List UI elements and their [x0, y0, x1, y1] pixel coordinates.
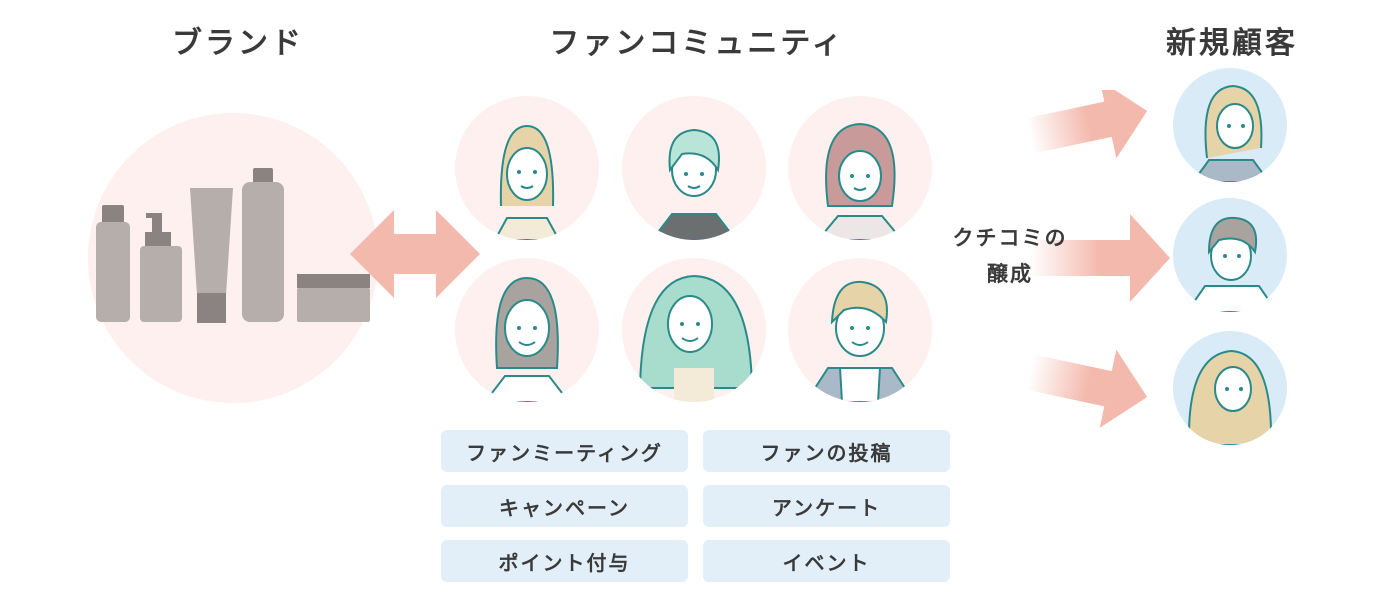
fan-avatar — [622, 96, 766, 240]
fan-avatar — [788, 96, 932, 240]
activity-tag-event: イベント — [703, 540, 950, 582]
flow-label-line1: クチコミの — [952, 226, 1068, 250]
fan-avatar — [455, 258, 599, 402]
double-arrow-icon — [350, 210, 480, 298]
brand-circle — [88, 113, 378, 403]
activity-tag-points: ポイント付与 — [441, 540, 688, 582]
new-customer-avatar — [1173, 331, 1287, 445]
flow-label-line2: 醸成 — [987, 262, 1033, 286]
fan-community-heading: ファンコミュニティ — [549, 26, 845, 61]
new-customers-heading: 新規顧客 — [1166, 26, 1298, 61]
new-customer-avatar — [1173, 198, 1287, 312]
fan-avatar — [788, 258, 932, 402]
fan-avatar — [622, 258, 766, 402]
arrow-icon — [1026, 349, 1148, 428]
activity-tag-fan-posts: ファンの投稿 — [703, 430, 950, 472]
cosmetic-products-illustration — [96, 168, 370, 323]
new-customer-avatar — [1173, 68, 1287, 182]
arrow-icon — [1030, 214, 1170, 302]
activity-tag-survey: アンケート — [703, 485, 950, 527]
activity-tag-campaign: キャンペーン — [441, 485, 688, 527]
brand-heading: ブランド — [172, 26, 304, 61]
gradient-arrows — [1026, 90, 1170, 428]
fan-avatar — [455, 96, 599, 240]
arrow-icon — [1026, 90, 1148, 159]
activity-tag-fan-meeting: ファンミーティング — [441, 430, 688, 472]
